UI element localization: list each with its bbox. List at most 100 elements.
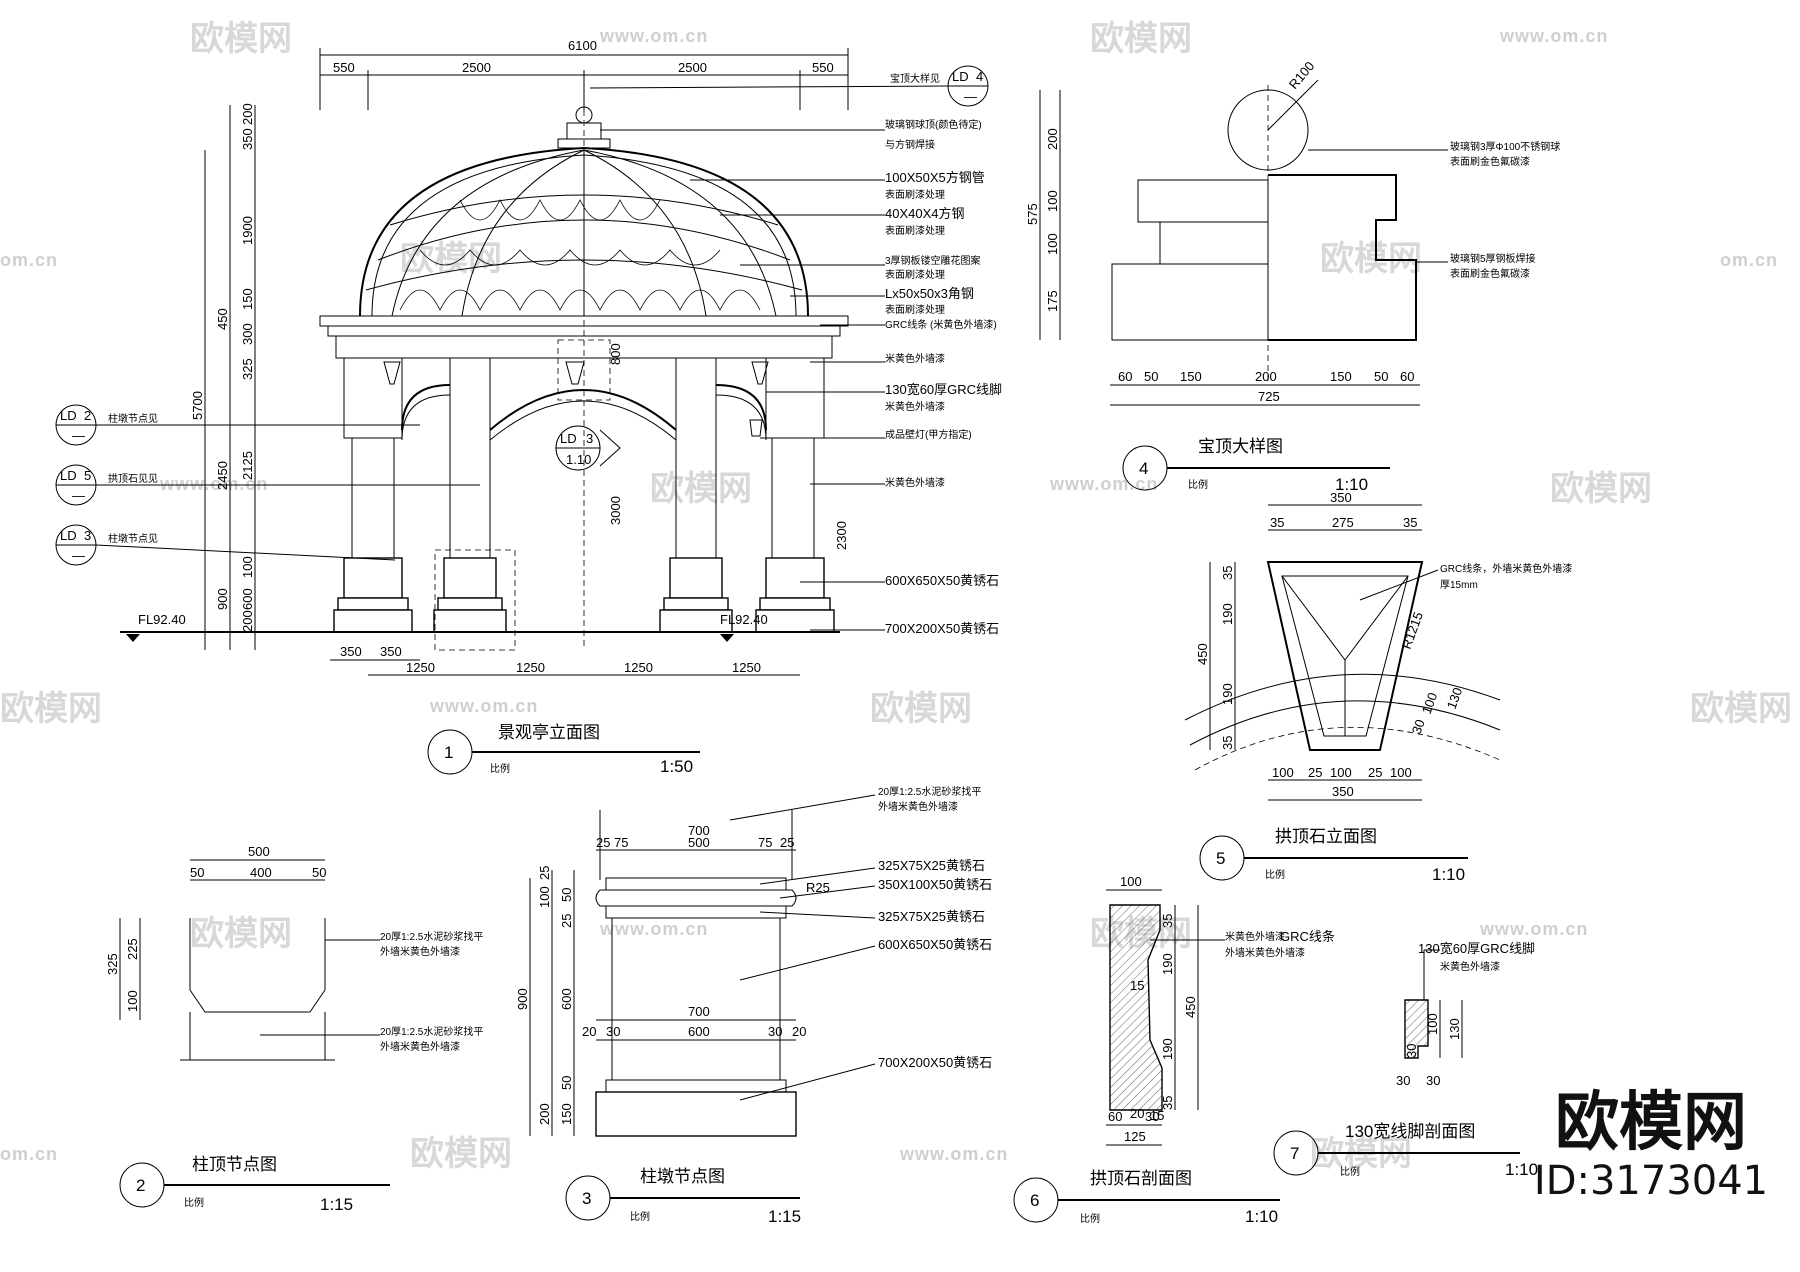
svg-text:30: 30 (1409, 717, 1428, 736)
svg-text:比例: 比例 (1265, 868, 1285, 881)
svg-text:—: — (72, 428, 85, 443)
fig1-right-notes: 玻璃钢球顶(颜色待定) 与方钢焊接 100X50X5方钢管 表面刷漆处理 40X… (600, 118, 1002, 636)
svg-text:宝顶大样见: 宝顶大样见 (890, 72, 940, 85)
svg-text:100: 100 (1425, 1013, 1440, 1035)
dim-overall-width: 6100 (568, 38, 597, 53)
svg-text:600X650X50黄锈石: 600X650X50黄锈石 (885, 573, 999, 588)
svg-text:350: 350 (1332, 784, 1354, 799)
callout-ld3-center: LD 3 1.10 (555, 425, 621, 471)
watermark-logo: 欧模网 (1550, 469, 1652, 509)
dim-top: 550 (812, 60, 834, 75)
svg-text:LD: LD (560, 431, 577, 446)
svg-text:100: 100 (1390, 765, 1412, 780)
svg-text:100: 100 (1272, 765, 1294, 780)
svg-text:130宽线脚剖面图: 130宽线脚剖面图 (1345, 1122, 1475, 1141)
dim-left: 350 (240, 128, 255, 150)
svg-text:30: 30 (1426, 1073, 1440, 1088)
svg-text:600: 600 (559, 988, 574, 1010)
svg-text:60: 60 (1400, 369, 1414, 384)
dim-left: 200 (240, 610, 255, 632)
svg-text:150: 150 (1330, 369, 1352, 384)
dim-top: 2500 (462, 60, 491, 75)
dim-bottom: 1250 (516, 660, 545, 675)
svg-text:成品壁灯(甲方指定): 成品壁灯(甲方指定) (885, 428, 972, 441)
svg-text:3: 3 (84, 528, 91, 543)
svg-text:—: — (72, 488, 85, 503)
svg-text:275: 275 (1332, 515, 1354, 530)
svg-text:190: 190 (1220, 603, 1235, 625)
svg-text:4: 4 (976, 69, 983, 84)
svg-text:325: 325 (105, 953, 120, 975)
svg-text:玻璃钢3厚Φ100不锈钢球: 玻璃钢3厚Φ100不锈钢球 (1450, 140, 1560, 153)
svg-text:3厚钢板镂空雕花图案: 3厚钢板镂空雕花图案 (885, 254, 981, 267)
svg-text:LD: LD (952, 69, 969, 84)
svg-text:1:10: 1:10 (1505, 1160, 1538, 1179)
svg-text:325X75X25黄锈石: 325X75X25黄锈石 (878, 909, 985, 924)
svg-text:500: 500 (688, 835, 710, 850)
svg-text:厚15mm: 厚15mm (1440, 579, 1478, 591)
svg-text:60: 60 (1118, 369, 1132, 384)
svg-text:1:10: 1:10 (1245, 1207, 1278, 1226)
brand-id: ID:3173041 (1533, 1158, 1769, 1204)
svg-text:25: 25 (559, 914, 574, 928)
svg-text:35: 35 (1160, 914, 1175, 928)
svg-text:30: 30 (606, 1024, 620, 1039)
svg-text:表面刷金色氟碳漆: 表面刷金色氟碳漆 (1450, 155, 1530, 168)
svg-text:190: 190 (1160, 1038, 1175, 1060)
dim-bottom: 1250 (732, 660, 761, 675)
svg-text:25: 25 (537, 866, 552, 880)
svg-text:LD: LD (60, 408, 77, 423)
svg-text:175: 175 (1045, 290, 1060, 312)
svg-text:50: 50 (559, 1076, 574, 1090)
svg-text:2: 2 (84, 408, 91, 423)
svg-text:外墙米黄色外墙漆: 外墙米黄色外墙漆 (878, 800, 958, 813)
svg-text:100: 100 (1330, 765, 1352, 780)
svg-text:350: 350 (1330, 490, 1352, 505)
svg-text:130宽60厚GRC线脚: 130宽60厚GRC线脚 (1418, 941, 1535, 956)
svg-text:表面刷漆处理: 表面刷漆处理 (885, 188, 945, 201)
dim-top: 2500 (678, 60, 707, 75)
svg-text:500: 500 (248, 844, 270, 859)
svg-text:450: 450 (1195, 643, 1210, 665)
svg-text:米黄色外墙漆: 米黄色外墙漆 (1225, 930, 1285, 943)
scale-label: 比例 (490, 762, 510, 775)
svg-text:表面刷漆处理: 表面刷漆处理 (885, 268, 945, 281)
dim-mid: 3000 (608, 496, 623, 525)
fig-title: 景观亭立面图 (498, 723, 600, 742)
watermark-site: www.om.cn (159, 474, 268, 494)
fig-number: 1 (444, 743, 453, 762)
svg-text:20厚1:2.5水泥砂浆找平: 20厚1:2.5水泥砂浆找平 (380, 930, 483, 943)
svg-text:25: 25 (1308, 765, 1322, 780)
svg-text:325X75X25黄锈石: 325X75X25黄锈石 (878, 858, 985, 873)
callout-ld3: LD 3 — 柱墩节点见 (55, 524, 396, 566)
dim-base: 350 (340, 644, 362, 659)
svg-text:米黄色外墙漆: 米黄色外墙漆 (885, 476, 945, 489)
svg-text:比例: 比例 (184, 1196, 204, 1209)
watermark-layer: 欧模网 欧模网 www.om.cn www.om.cn 欧模网 欧模网 om.c… (0, 19, 1792, 1174)
svg-text:20: 20 (1130, 1106, 1144, 1121)
dim-left: 1900 (240, 216, 255, 245)
svg-text:LD: LD (60, 468, 77, 483)
svg-text:50: 50 (190, 865, 204, 880)
svg-text:600: 600 (688, 1024, 710, 1039)
svg-text:与方钢焊接: 与方钢焊接 (885, 138, 935, 151)
level-mark: FL92.40 (720, 612, 768, 627)
watermark-logo: 欧模网 (410, 1134, 512, 1174)
dim-left: 200 (240, 103, 255, 125)
svg-text:150: 150 (559, 1103, 574, 1125)
svg-text:30: 30 (768, 1024, 782, 1039)
fig4-finial-detail: R100 575 200 100 100 175 60 50 150 200 1… (1025, 58, 1560, 494)
svg-text:3: 3 (586, 431, 593, 446)
dim-left-outer: 900 (215, 588, 230, 610)
svg-text:米黄色外墙漆: 米黄色外墙漆 (885, 400, 945, 413)
svg-text:玻璃钢球顶(颜色待定): 玻璃钢球顶(颜色待定) (885, 118, 982, 131)
fig7-molding-section: 130宽60厚GRC线脚 米黄色外墙漆 100 130 30 30 30 7 1… (1273, 941, 1538, 1179)
svg-text:拱顶石剖面图: 拱顶石剖面图 (1090, 1169, 1192, 1188)
brand-logo: 欧模网 ID:3173041 (1516, 1088, 1786, 1204)
svg-text:比例: 比例 (630, 1210, 650, 1223)
svg-text:100: 100 (125, 990, 140, 1012)
dim-left: 150 (240, 288, 255, 310)
svg-text:400: 400 (250, 865, 272, 880)
dim-left: 300 (240, 323, 255, 345)
svg-text:5: 5 (1216, 849, 1225, 868)
